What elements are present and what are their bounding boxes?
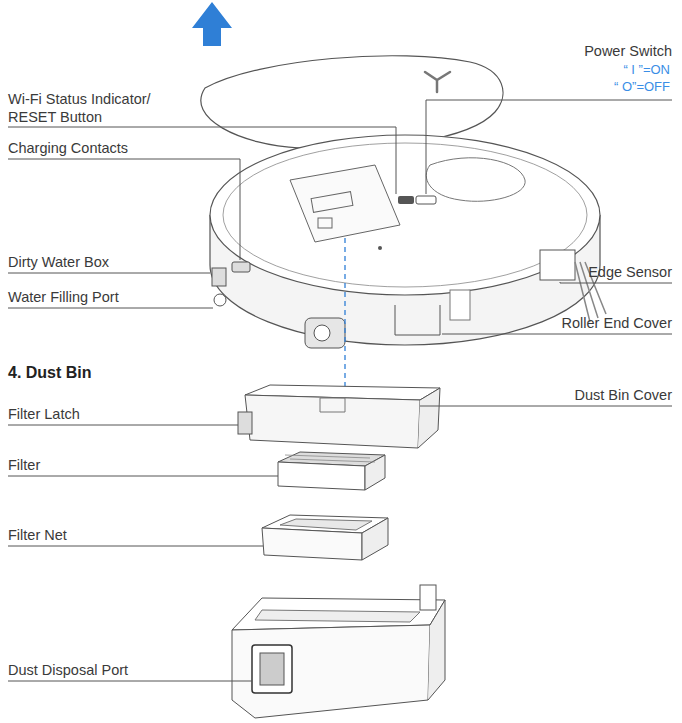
filter-latch: [238, 412, 252, 434]
cover-front: [245, 395, 420, 448]
edge-sensor: [540, 250, 575, 280]
leader-line: [8, 159, 240, 260]
leader-line: [8, 476, 278, 477]
wifi-button: [398, 196, 414, 204]
slot-latch: [311, 192, 353, 213]
dust-bin-cover: [238, 385, 440, 448]
filter: [278, 452, 385, 490]
body-rim: [223, 143, 587, 287]
section-heading: 4. Dust Bin: [8, 364, 92, 382]
part-label: Dust Disposal Port: [8, 661, 128, 679]
leader-line: [8, 127, 396, 194]
assembly-line: [344, 238, 345, 402]
net-side: [362, 518, 388, 560]
part-label: Roller End Cover: [562, 314, 672, 332]
roller-bay: [395, 305, 440, 335]
net-front: [262, 528, 362, 560]
leader-line: [426, 100, 672, 194]
charging-contacts: [232, 262, 250, 272]
dust-disposal-port: [252, 645, 292, 693]
dirty-water-box: [212, 268, 226, 286]
cover-notch: [320, 398, 345, 412]
body-top: [210, 135, 600, 295]
leader-line: [8, 425, 238, 426]
bin-slot: [290, 165, 400, 242]
part-label: Edge Sensor: [588, 263, 672, 281]
vent: [450, 290, 470, 320]
part-label: Dust Bin Cover: [574, 386, 672, 404]
filter-pleats: [285, 455, 375, 462]
leader-line: [8, 308, 213, 309]
dust-bin: [232, 585, 445, 718]
part-label: Filter: [8, 456, 40, 474]
bin-side: [428, 600, 445, 700]
leader-lines: [8, 100, 672, 681]
cover-logo: [425, 72, 450, 92]
filter-net: [262, 515, 388, 560]
bin-handle: [420, 585, 436, 610]
part-label: Power Switch: [584, 42, 672, 60]
water-port: [214, 294, 226, 306]
leader-line: [560, 282, 672, 283]
part-label: Water Filling Port: [8, 288, 119, 306]
top-cover: [201, 56, 503, 149]
part-label: Charging Contacts: [8, 139, 128, 157]
indicator-dot: [378, 246, 382, 250]
net-mesh: [280, 519, 372, 530]
robot-body: [210, 135, 606, 348]
port-flap: [260, 653, 284, 685]
lift-arrow: [192, 2, 232, 46]
cover-outline: [201, 56, 503, 149]
part-label: Wi-Fi Status Indicator/ RESET Button: [8, 90, 193, 126]
filter-side: [365, 455, 385, 490]
part-label: Filter Latch: [8, 405, 80, 423]
part-label: Filter Net: [8, 526, 67, 544]
leader-line: [8, 273, 210, 274]
switch-state: “ I ”=ON: [623, 61, 670, 79]
leader-line: [420, 406, 672, 407]
wheel: [314, 325, 330, 341]
roller-end-cover: [305, 318, 345, 348]
part-label: Dirty Water Box: [8, 253, 109, 271]
leader-line: [8, 681, 252, 682]
leader-line: [442, 334, 672, 335]
bin-opening: [255, 610, 420, 622]
arrow-shape: [192, 2, 232, 46]
leader-line: [8, 546, 263, 547]
slot-tab: [318, 218, 332, 228]
bin-front: [232, 625, 430, 718]
switch-state: “ O”=OFF: [614, 78, 670, 96]
power-switch: [416, 196, 436, 204]
cover-side: [418, 388, 440, 448]
switch-recess: [426, 158, 525, 202]
filter-front: [278, 462, 365, 490]
